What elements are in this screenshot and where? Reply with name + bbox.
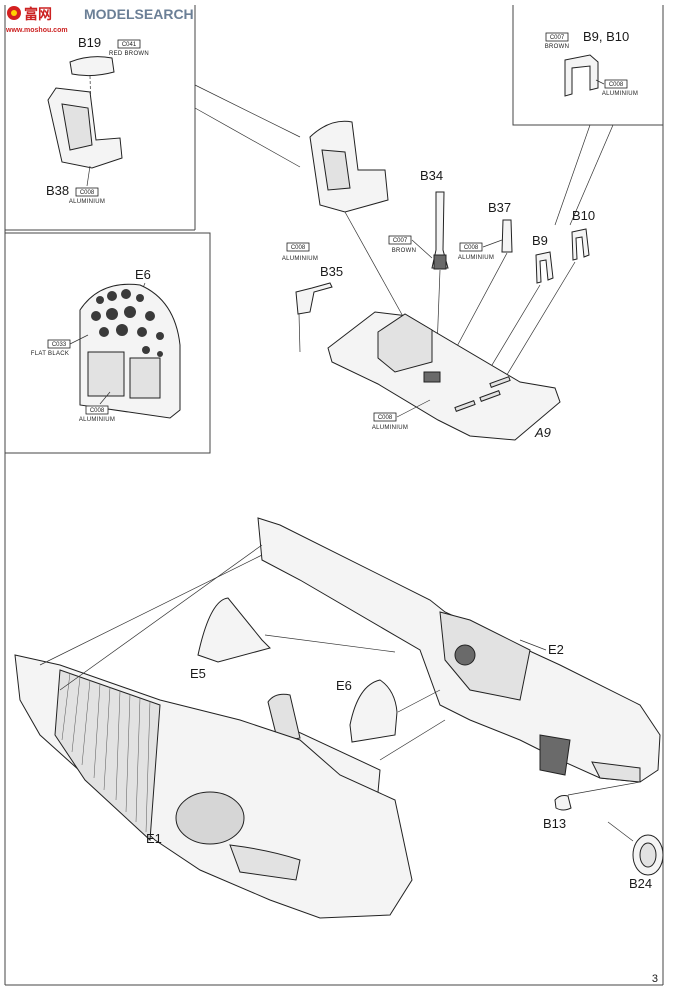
inset-leader-lines <box>194 84 614 226</box>
name-c007-b9: BROWN <box>545 44 570 50</box>
name-c008-b38: ALUMINIUM <box>69 199 105 205</box>
part-seat-main <box>309 120 389 213</box>
code-box-c041 <box>117 39 141 49</box>
part-a9-floor <box>327 311 561 441</box>
label-b24: B24 <box>629 876 652 891</box>
name-c007-b34: BROWN <box>392 248 417 254</box>
label-b9: B9 <box>532 233 548 248</box>
code-c008-floor: C008 <box>378 415 393 421</box>
name-c008-e6: ALUMINIUM <box>79 417 115 423</box>
code-c008-e6: C008 <box>90 408 105 414</box>
label-b13: B13 <box>543 816 566 831</box>
code-c008-left: C008 <box>291 245 306 251</box>
name-c008-b9: ALUMINIUM <box>602 91 638 97</box>
label-b19: B19 <box>78 35 101 50</box>
label-e5: E5 <box>190 666 206 681</box>
part-b10-clip <box>571 228 590 261</box>
name-c008-floor: ALUMINIUM <box>372 425 408 431</box>
watermark-url: www.moshou.com <box>5 27 68 34</box>
part-b19-cushion <box>69 56 115 77</box>
watermark-glyphs: 富网 <box>24 6 52 22</box>
label-b9-b10-inset: B9, B10 <box>583 29 629 44</box>
part-b9-b10-clip <box>564 54 599 97</box>
label-b10: B10 <box>572 208 595 223</box>
page-number: 3 <box>652 973 658 985</box>
fuselage-assembly: E2 E5 E6 E1 <box>14 517 664 919</box>
label-e6-inset: E6 <box>135 267 151 282</box>
instrument-dials <box>91 289 164 357</box>
label-b38: B38 <box>46 183 69 198</box>
name-c008-b37: ALUMINIUM <box>458 255 494 261</box>
code-c007-b34: C007 <box>393 238 408 244</box>
name-c033: FLAT BLACK <box>31 351 69 357</box>
code-c033: C033 <box>52 342 67 348</box>
part-e6-panel-main <box>349 679 398 743</box>
inset-seat: B19 C041 RED BROWN B38 C008 ALUMINIUM <box>5 5 196 231</box>
label-e2: E2 <box>548 642 564 657</box>
part-b35-lever <box>295 282 333 315</box>
label-e1: E1 <box>146 831 162 846</box>
name-c008-left: ALUMINIUM <box>282 256 318 262</box>
label-b37: B37 <box>488 200 511 215</box>
assembly-guide-lines <box>39 544 641 796</box>
code-c008-b37: C008 <box>464 245 479 251</box>
part-b37-bottle <box>501 219 513 253</box>
fuselage-frame-section <box>54 669 161 842</box>
inset-instrument-panel: E6 C033 FLAT BLACK C008 ALUMINIUM <box>4 232 211 454</box>
label-a9: A9 <box>534 425 551 440</box>
watermark: 富网 MODELSEARCH www.moshou.com <box>5 6 194 34</box>
name-c041: RED BROWN <box>109 51 149 57</box>
code-c008-b38: C008 <box>80 190 95 196</box>
part-e5-bulkhead <box>197 597 271 663</box>
inset-harness: B9, B10 C007 BROWN C008 ALUMINIUM <box>512 5 663 126</box>
code-c007-b9: C007 <box>550 35 565 41</box>
label-b35: B35 <box>320 264 343 279</box>
code-c041: C041 <box>122 42 137 48</box>
part-b9-clip <box>535 251 554 284</box>
part-b13-tailwheel <box>554 795 572 811</box>
label-b34: B34 <box>420 168 443 183</box>
part-b34-stick <box>431 191 449 269</box>
label-e6-main: E6 <box>336 678 352 693</box>
code-c008-b9: C008 <box>609 82 624 88</box>
watermark-brand: MODELSEARCH <box>84 6 194 22</box>
model-search-logo-icon <box>7 6 21 20</box>
cockpit-floor-assembly: B34 C007 BROWN B37 C008 ALUMINIUM C008 A… <box>282 120 595 441</box>
